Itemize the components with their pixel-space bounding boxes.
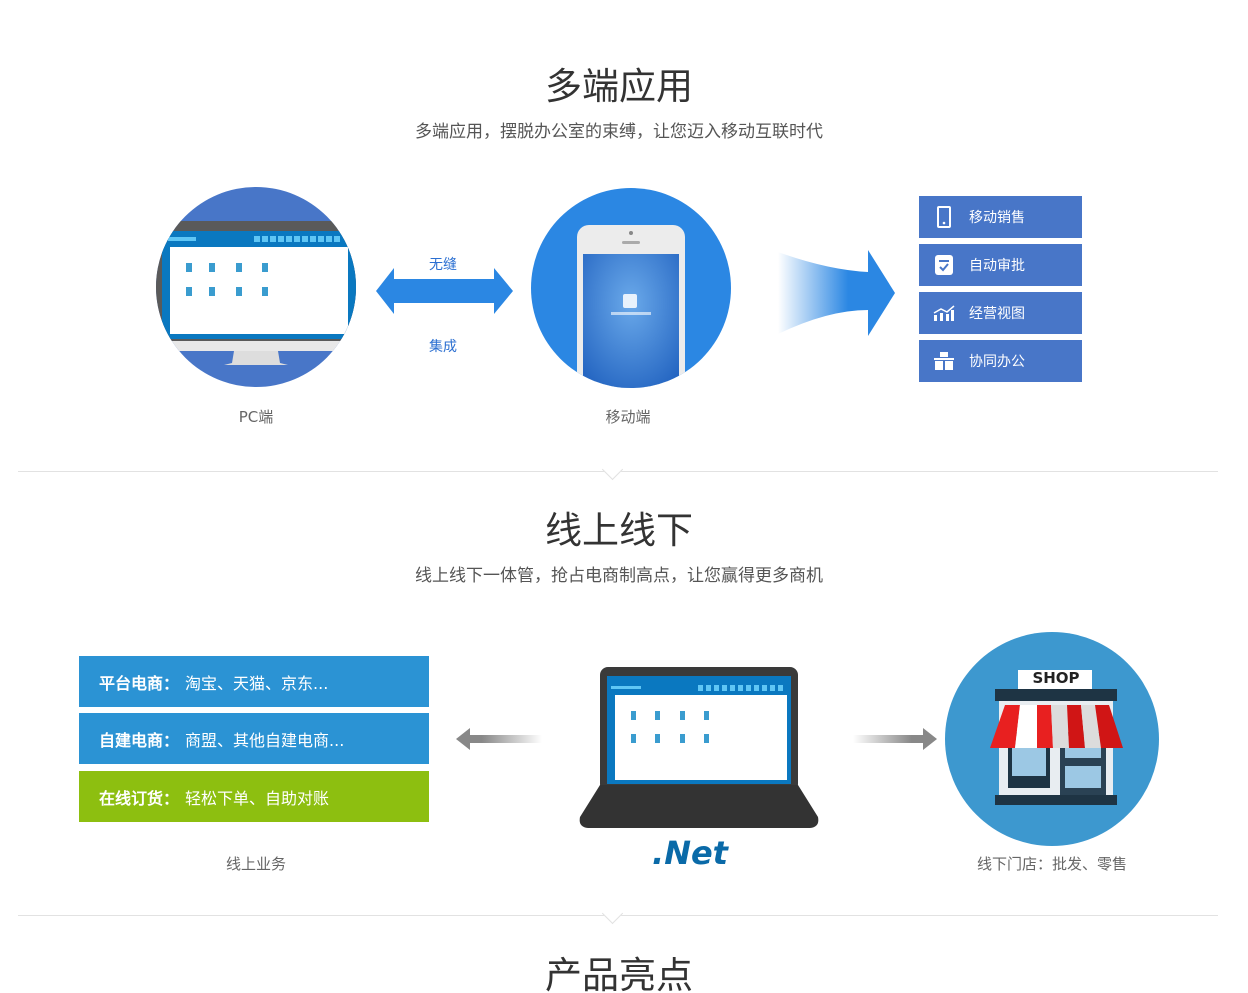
section-subtitle-online-offline: 线上线下一体管，抢占电商制高点，让您赢得更多商机 — [415, 566, 823, 586]
gradient-arrow-icon — [778, 250, 895, 336]
online-label: 线上业务 — [225, 855, 286, 873]
online-item-platform[interactable]: 平台电商：淘宝、天猫、京东... — [79, 656, 429, 707]
section-title-highlights: 产品亮点 — [545, 954, 693, 993]
approval-icon — [933, 255, 955, 275]
arrow-left-icon — [456, 728, 542, 750]
seamless-label: 无缝 — [429, 257, 457, 273]
mobile-label: 移动端 — [605, 408, 651, 426]
feature-collaboration[interactable]: 协同办公 — [919, 340, 1082, 382]
offline-label: 线下门店：批发、零售 — [976, 855, 1127, 873]
integration-label: 集成 — [429, 339, 457, 355]
office-icon — [933, 352, 955, 370]
feature-label: 自动审批 — [969, 258, 1025, 274]
item-name: 自建电商： — [99, 730, 180, 750]
feature-mobile-sales[interactable]: 移动销售 — [919, 196, 1082, 238]
chart-icon — [933, 305, 955, 321]
item-name: 在线订货： — [99, 788, 180, 808]
shop-illustration — [945, 632, 1159, 846]
arrow-right-icon — [853, 728, 937, 750]
online-item-ordering[interactable]: 在线订货：轻松下单、自助对账 — [79, 771, 429, 822]
section-title-online-offline: 线上线下 — [545, 509, 693, 552]
mobile-icon — [933, 206, 955, 228]
section-title-multi: 多端应用 — [545, 65, 693, 108]
item-name: 平台电商： — [99, 673, 180, 693]
shop-sign: SHOP — [1032, 669, 1080, 687]
mobile-illustration — [531, 188, 731, 388]
item-desc: 轻松下单、自助对账 — [185, 788, 330, 808]
online-item-self-built[interactable]: 自建电商：商盟、其他自建电商... — [79, 713, 429, 764]
pc-illustration — [156, 187, 356, 387]
divider-notch — [601, 458, 624, 481]
divider-notch — [601, 902, 624, 925]
section-subtitle-multi: 多端应用，摆脱办公室的束缚，让您迈入移动互联时代 — [415, 122, 823, 142]
feature-auto-approval[interactable]: 自动审批 — [919, 244, 1082, 286]
feature-label: 协同办公 — [969, 354, 1025, 370]
double-arrow-icon — [376, 268, 513, 314]
item-desc: 淘宝、天猫、京东... — [185, 673, 329, 693]
feature-label: 移动销售 — [969, 210, 1025, 226]
laptop-illustration — [579, 667, 819, 828]
net-label: .Net — [652, 834, 728, 872]
feature-business-view[interactable]: 经营视图 — [919, 292, 1082, 334]
pc-label: PC端 — [238, 408, 274, 426]
feature-label: 经营视图 — [969, 306, 1025, 322]
item-desc: 商盟、其他自建电商... — [185, 730, 345, 750]
